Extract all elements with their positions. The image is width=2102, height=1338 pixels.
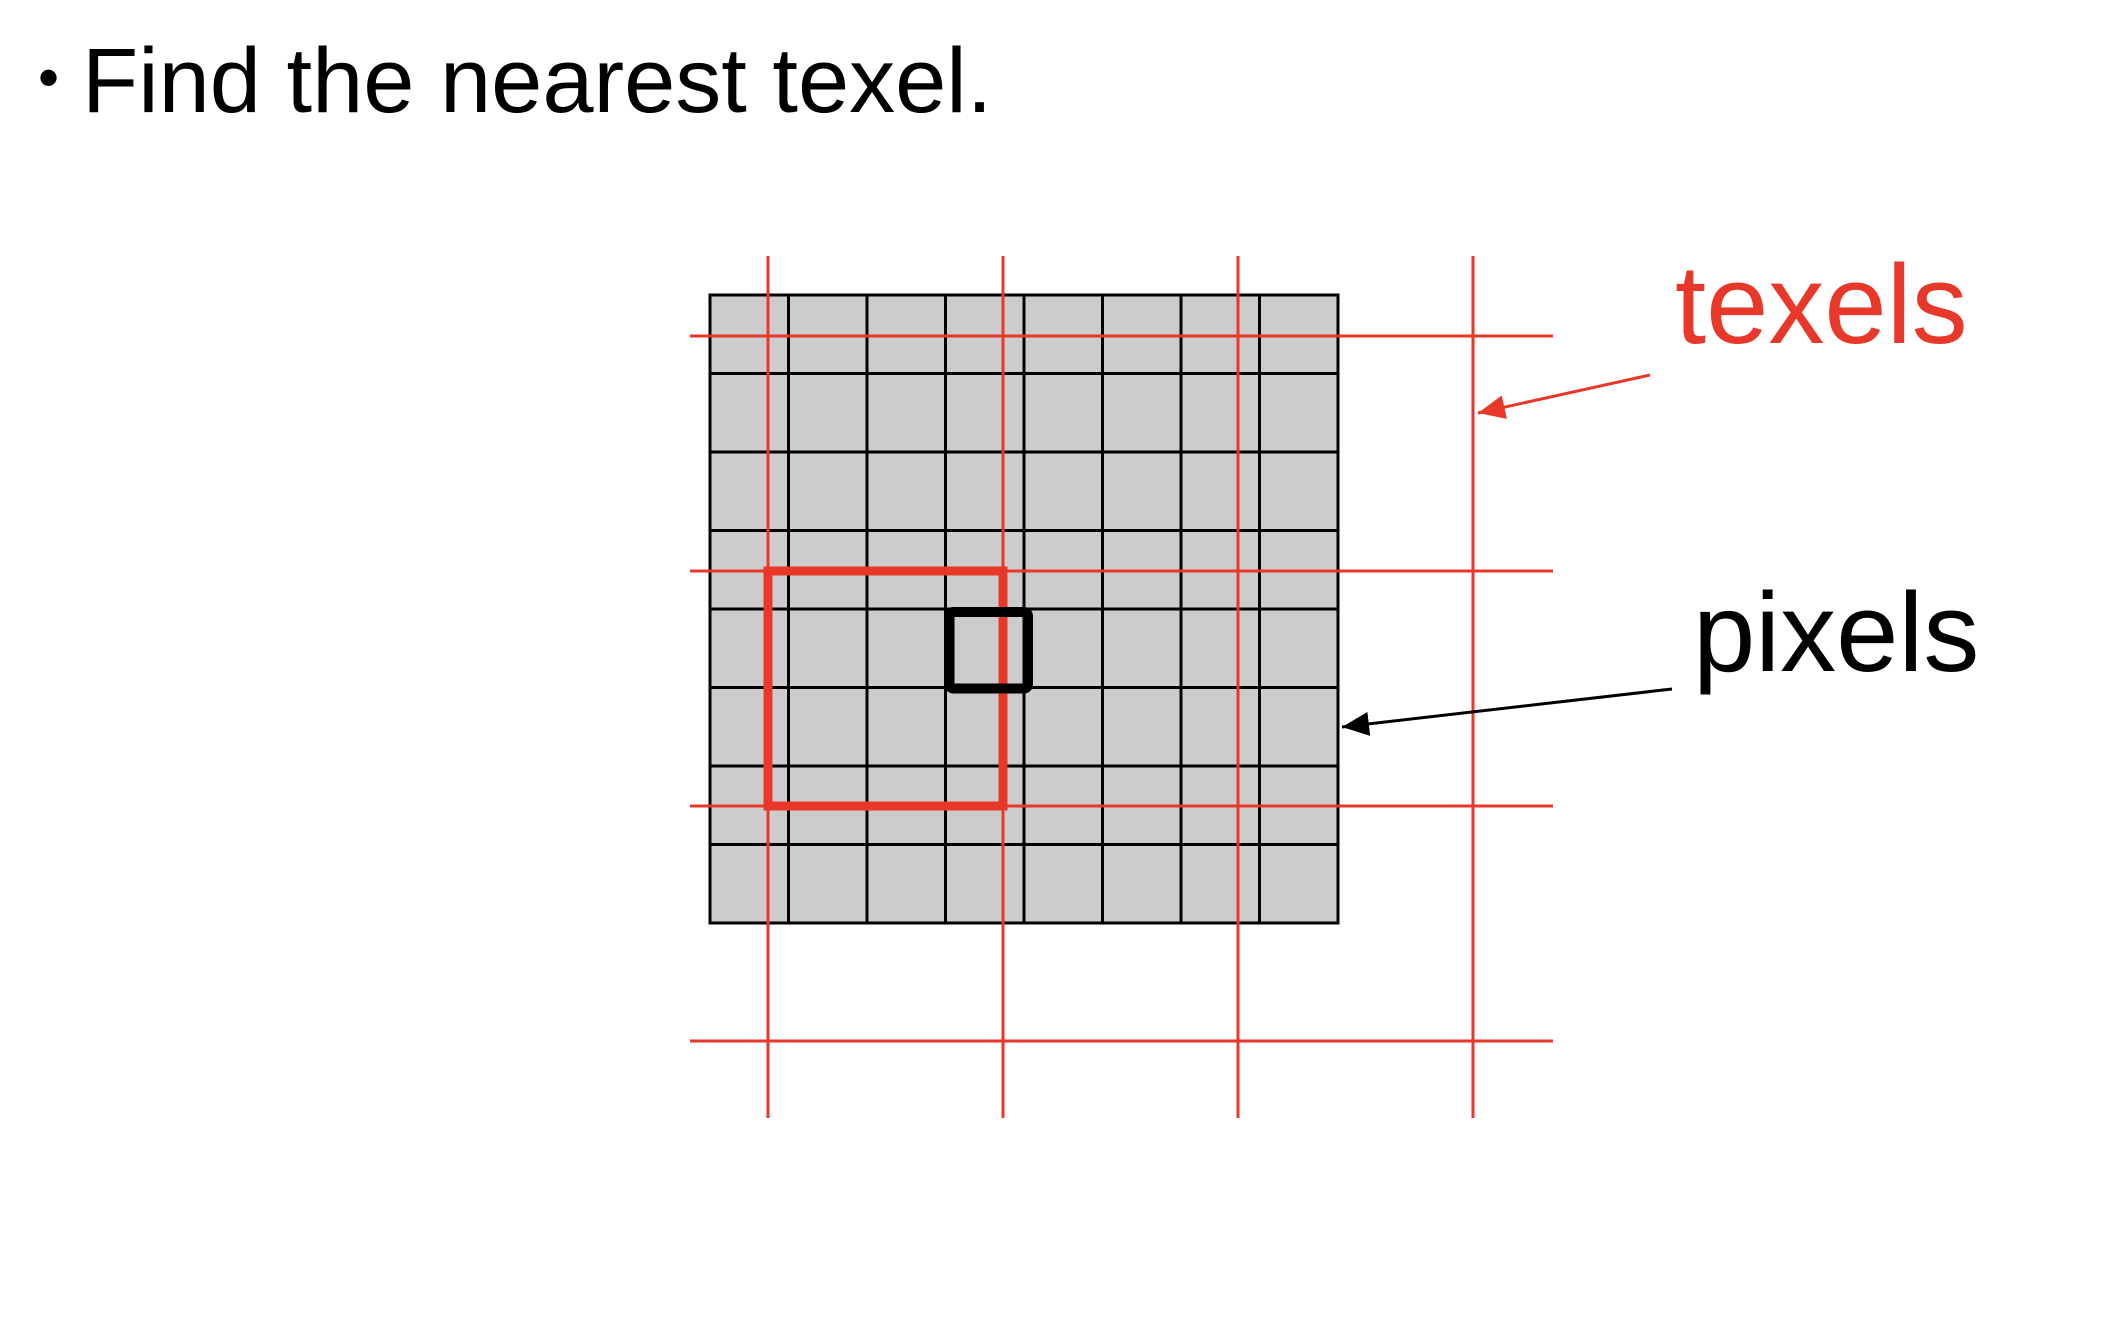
pixel-cell	[1101, 450, 1183, 532]
pixel-cell	[865, 293, 947, 375]
pixel-cell	[787, 372, 869, 454]
pixel-cell	[1101, 607, 1183, 689]
pixels-label: pixels	[1693, 570, 1980, 695]
pixel-cell	[1022, 372, 1104, 454]
pixel-cell	[944, 372, 1026, 454]
pixel-cell	[865, 607, 947, 689]
pixel-cell	[1022, 686, 1104, 768]
pixel-cell	[787, 686, 869, 768]
pixel-cell	[1179, 686, 1261, 768]
pixel-cell	[708, 372, 790, 454]
bullet-text: Find the nearest texel.	[82, 30, 993, 132]
pixel-cell	[1179, 293, 1261, 375]
pixel-cell	[865, 372, 947, 454]
pixel-cell	[1022, 450, 1104, 532]
arrows	[1341, 373, 1673, 736]
pixel-cell	[865, 843, 947, 925]
bullet-dot: •	[38, 44, 60, 111]
pixel-cell	[865, 686, 947, 768]
pixel-cell	[708, 686, 790, 768]
pixel-cell	[1022, 607, 1104, 689]
pixel-cell	[1258, 293, 1340, 375]
pixel-cell	[1258, 372, 1340, 454]
pixel-cell	[1101, 843, 1183, 925]
pixel-cell	[1101, 372, 1183, 454]
pixel-cell	[708, 450, 790, 532]
pixel-cell	[708, 293, 790, 375]
pixel-cell	[787, 293, 869, 375]
pixel-cell	[1179, 450, 1261, 532]
pixel-cell	[708, 843, 790, 925]
pixel-cell	[1022, 293, 1104, 375]
pixel-cell	[1258, 450, 1340, 532]
pixel-cell	[1258, 607, 1340, 689]
pixel-cell	[1022, 843, 1104, 925]
pixel-cell	[1179, 607, 1261, 689]
pixel-cell	[944, 607, 1026, 689]
current-pixel-highlight	[944, 607, 1033, 694]
highlights	[763, 566, 1033, 811]
bullet-point: • Find the nearest texel.	[38, 22, 992, 137]
pixel-cell	[944, 686, 1026, 768]
pixel-cell	[1258, 686, 1340, 768]
pixel-cell	[787, 843, 869, 925]
pixel-cell	[787, 450, 869, 532]
pixel-cell	[865, 450, 947, 532]
pixel-cell	[1101, 293, 1183, 375]
pixels-arrow	[1341, 687, 1673, 736]
pixel-cell	[944, 843, 1026, 925]
texels-label: texels	[1675, 242, 1968, 367]
pixel-cell	[1179, 843, 1261, 925]
pixel-cell	[944, 450, 1026, 532]
pixel-cell	[787, 607, 869, 689]
pixel-cell	[944, 293, 1026, 375]
pixel-cell	[1179, 372, 1261, 454]
texels-arrow	[1477, 373, 1651, 419]
pixel-cell	[1258, 843, 1340, 925]
pixel-cell	[1101, 686, 1183, 768]
pixel-cell	[708, 607, 790, 689]
